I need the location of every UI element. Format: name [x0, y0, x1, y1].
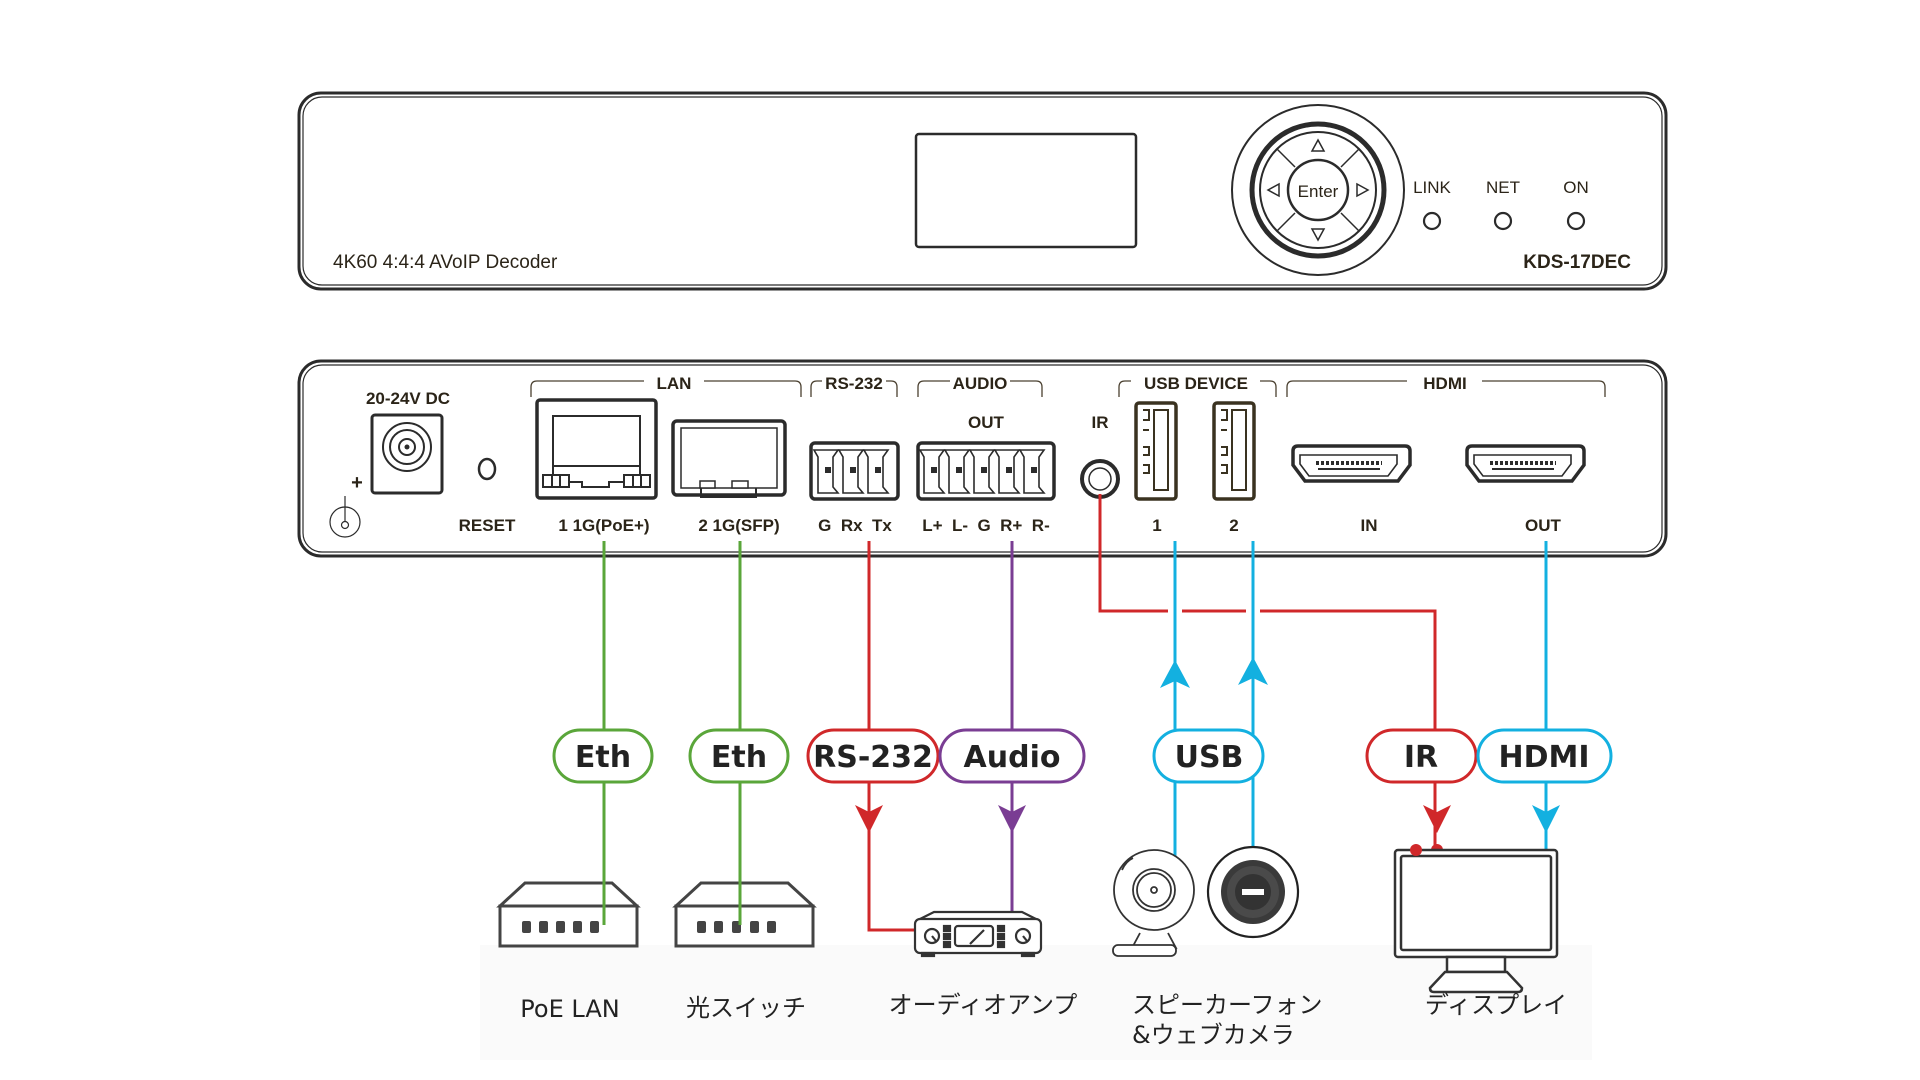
device-label-optical-switch: 光スイッチ [686, 994, 806, 1022]
optical-switch-icon [672, 881, 817, 948]
right-arrow-icon[interactable] [1356, 182, 1370, 198]
lan-group-label: LAN [657, 374, 692, 393]
ground-icon [329, 496, 361, 538]
device-label-speakerphone-line2: &ウェブカメラ [1132, 1021, 1295, 1049]
audio-pill-label: Audio [964, 740, 1061, 775]
ir-pill-label: IR [1404, 740, 1438, 775]
led-label-on: ON [1563, 178, 1589, 197]
arrows [855, 657, 1560, 833]
hdmi-group-label: HDMI [1423, 374, 1466, 393]
down-arrow-icon[interactable] [1310, 228, 1326, 242]
usb2-label: 2 [1229, 516, 1238, 535]
rear-panel: 20-24V DC + RESET LAN RS-232 AUDIO OUT [297, 359, 1668, 558]
enter-button-label: Enter [1298, 182, 1339, 201]
hdmi-pill-label: HDMI [1498, 740, 1589, 775]
audio-out-label: OUT [968, 413, 1005, 432]
usb1-arrow-up-icon [1160, 660, 1190, 688]
left-arrow-icon[interactable] [1266, 182, 1280, 198]
audio-amplifier-icon [913, 910, 1043, 958]
enter-button[interactable] [1286, 158, 1350, 222]
up-arrow-icon[interactable] [1310, 138, 1326, 152]
ir-arrow-down-icon [1423, 805, 1451, 833]
device-label-speakerphone-line1: スピーカーフォン [1132, 991, 1323, 1019]
hdmi-out-port[interactable] [1465, 444, 1586, 483]
ir-pill [1365, 728, 1478, 784]
lan2-label: 2 1G(SFP) [698, 516, 779, 535]
lan1-rj45-port[interactable] [535, 398, 658, 500]
lan1-label: 1 1G(PoE+) [558, 516, 649, 535]
usb2-port[interactable] [1212, 401, 1256, 501]
rs232-pill [806, 728, 940, 784]
display-monitor-icon [1393, 848, 1559, 994]
device-label-audio-amp: オーディオアンプ [889, 991, 1078, 1019]
lcd-display [914, 132, 1138, 249]
audio-pin-labels: L+ L- G R+ R- [922, 516, 1050, 535]
power-polarity: + [351, 472, 363, 494]
navigation-wheel[interactable]: Enter [1231, 104, 1405, 276]
led-label-link: LINK [1413, 178, 1451, 197]
poe-lan-switch-icon [496, 881, 641, 948]
rs232-arrow-down-icon [855, 805, 883, 833]
device-label-display: ディスプレイ [1425, 991, 1567, 1019]
audio-group-label: AUDIO [953, 374, 1008, 393]
power-label: 20-24V DC [366, 389, 450, 408]
reset-button[interactable] [477, 457, 497, 481]
model-name: KDS-17DEC [1523, 252, 1631, 273]
rs232-cable [867, 541, 915, 932]
dc-power-jack[interactable] [370, 413, 444, 495]
model-description: 4K60 4:4:4 AVoIP Decoder [333, 252, 558, 273]
audio-arrow-down-icon [998, 805, 1026, 833]
led-label-net: NET [1486, 178, 1520, 197]
hdmi-out-label: OUT [1525, 516, 1562, 535]
on-led-icon [1566, 211, 1586, 231]
speakerphone-icon [1206, 845, 1300, 939]
hdmi-in-label: IN [1361, 516, 1378, 535]
rs232-terminal-block[interactable] [809, 441, 900, 501]
usb-pill [1152, 728, 1265, 784]
ir-group-label: IR [1092, 413, 1109, 432]
usb-group-label: USB DEVICE [1144, 374, 1248, 393]
ir-emitter-icon [1410, 844, 1422, 856]
audio-terminal-block[interactable] [916, 441, 1056, 501]
usb1-label: 1 [1152, 516, 1161, 535]
audio-pill [938, 728, 1086, 784]
rs232-pill-label: RS-232 [813, 740, 933, 775]
rs232-group-label: RS-232 [825, 374, 883, 393]
lan2-sfp-port[interactable] [671, 419, 787, 498]
hdmi-arrow-down-icon [1532, 805, 1560, 833]
front-panel: Enter LINK NET ON 4K60 4:4:4 AVoIP Decod… [297, 91, 1668, 291]
usb2-arrow-up-icon [1238, 657, 1268, 685]
group-brackets [530, 380, 1606, 397]
link-led-icon [1422, 211, 1442, 231]
device-label-backdrop [480, 945, 1592, 1060]
net-led-icon [1493, 211, 1513, 231]
device-label-poe-lan: PoE LAN [520, 995, 619, 1023]
rs232-pin-labels: G Rx Tx [818, 516, 892, 535]
usb1-port[interactable] [1134, 401, 1178, 501]
hdmi-pill [1476, 728, 1613, 784]
reset-label: RESET [459, 516, 516, 535]
connection-pills: Eth Eth RS-232 Audio USB IR HDMI [552, 728, 1613, 784]
usb-pill-label: USB [1175, 740, 1244, 775]
webcam-icon [1112, 849, 1195, 957]
eth2-pill-label: Eth [711, 740, 767, 775]
hdmi-in-port[interactable] [1291, 444, 1412, 483]
ir-jack[interactable] [1080, 459, 1120, 499]
eth1-pill-label: Eth [575, 740, 631, 775]
